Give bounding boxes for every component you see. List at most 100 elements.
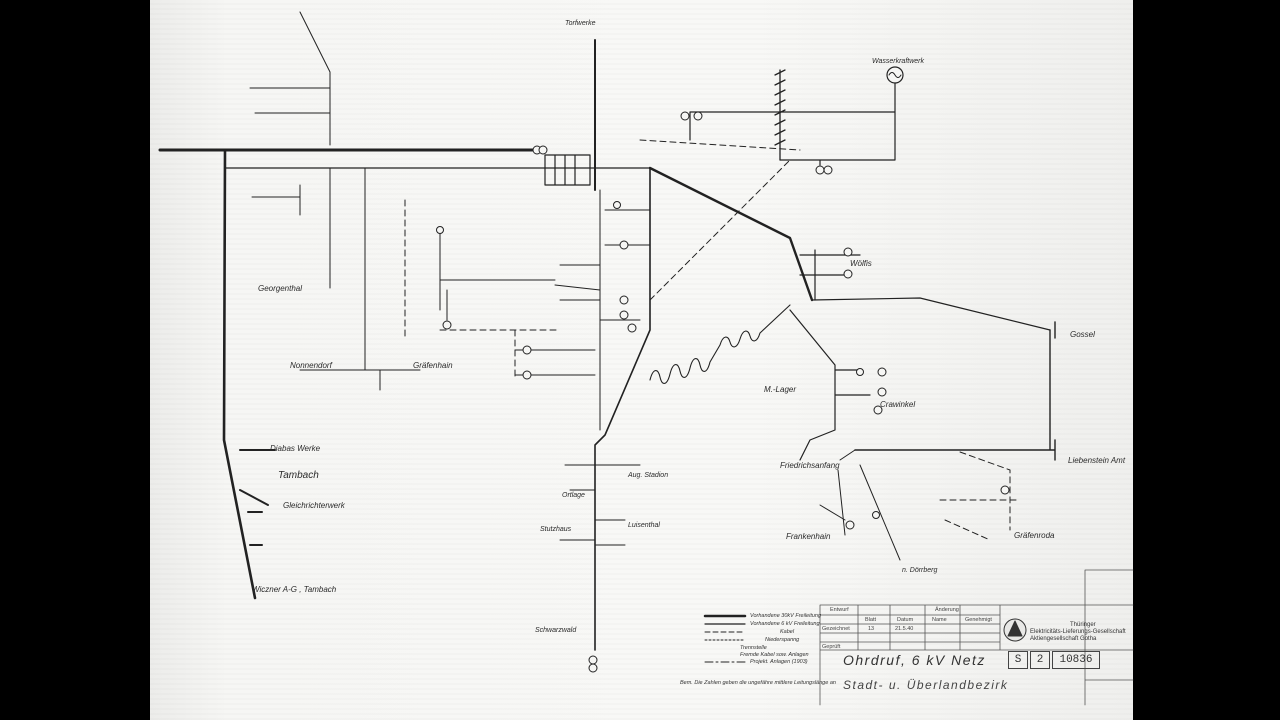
transformer-2b [693, 111, 703, 121]
line-cable-wavy [649, 304, 791, 384]
label-luisenthal: Luisenthal [628, 522, 660, 529]
tb-datum: Datum [897, 617, 914, 623]
company-logo-mark [1007, 620, 1023, 637]
drawing-number-series: 2 [1030, 651, 1050, 669]
label-m-lager: M.-Lager [764, 385, 797, 394]
title-block-grid [819, 569, 1134, 706]
transformer-12 [588, 655, 598, 665]
transformer-7 [873, 405, 883, 415]
dashed-line-2 [639, 139, 801, 151]
line-6kv-liebenstein [854, 321, 1056, 461]
line-6kv-spine [594, 167, 651, 651]
transformer-12b [588, 663, 598, 673]
title-block-border [819, 604, 1134, 706]
dashed-line-4 [939, 451, 1021, 541]
transformers [436, 111, 1010, 673]
transformer-11 [442, 320, 452, 330]
label-diabas-werke: Diabas Werke [270, 444, 321, 453]
legend-samples [703, 614, 747, 663]
substation-grid [544, 154, 591, 186]
transformer-15 [872, 511, 880, 519]
label-wiczner: Wiczner A-G , Tambach [252, 585, 337, 594]
label-frankenhain: Frankenhain [786, 532, 831, 541]
label-stutzhaus: Stutzhaus [540, 526, 572, 533]
label-tambach: Tambach [278, 470, 319, 481]
line-6kv-crawinkel [789, 309, 871, 461]
label-gossel: Gossel [1070, 330, 1095, 339]
tb-gezeichnet-blatt: 13 [868, 626, 875, 632]
line-tambach-branch [239, 449, 276, 546]
line-6kv-south [559, 464, 641, 546]
label-wasserkraftwerk: Wasserkraftwerk [872, 58, 924, 65]
line-6kv-graefenhain [299, 167, 421, 391]
transformer-3 [815, 165, 825, 175]
legend-fremde: Fremde Kabel sow. Anlagen [740, 652, 809, 658]
transformer-10 [619, 240, 629, 250]
corner-box [1084, 569, 1134, 706]
label-georgenthal: Georgenthal [258, 284, 303, 293]
legend-kabel: Kabel [780, 629, 795, 635]
company-line-1: Thüringer [1070, 622, 1096, 628]
label-torfwerke: Torfwerke [565, 20, 596, 27]
tb-gezeichnet: Gezeichnet [822, 626, 850, 632]
transformer-13 [845, 520, 855, 530]
label-graefenhain: Gräfenhain [413, 361, 453, 370]
line-6kv-gossel [811, 297, 1051, 331]
label-ortlage: Ortlage [562, 492, 585, 499]
transformer-10b [619, 295, 629, 305]
drawing-subtitle: Stadt- u. Überlandbezirk [843, 678, 1009, 692]
transformer-14 [1000, 485, 1010, 495]
generator-wave [888, 72, 902, 78]
transformer-16 [436, 226, 444, 234]
label-gleichrichterwerk: Gleichrichterwerk [283, 501, 345, 510]
legend-trennstelle: Trennstelle [740, 645, 767, 651]
label-liebenstein: Liebenstein Amt [1068, 456, 1126, 465]
transformer-9 [619, 310, 629, 320]
drawing-number: 10836 [1052, 651, 1100, 669]
transformer-1b [538, 145, 548, 155]
transformer-6 [856, 368, 864, 376]
tb-name: Name [932, 617, 947, 623]
transformer-9b [627, 323, 637, 333]
label-woelfis: Wölfis [850, 259, 872, 268]
tb-entwurf: Entwurf [830, 607, 849, 613]
line-30kv-woelfis [648, 166, 814, 302]
transformer-5 [877, 367, 887, 377]
line-6kv-rauh [514, 299, 641, 376]
drawing-title: Ohrdruf, 6 kV Netz [843, 652, 986, 668]
transformer-8b [522, 370, 532, 380]
line-6kv-upper [689, 74, 896, 166]
label-friedrichsanfang: Friedrichsanfang [780, 461, 840, 470]
label-schwarzwald: Schwarzwald [535, 627, 577, 634]
label-aug-stadion: Aug. Stadion [628, 472, 669, 479]
dashed-line-3 [439, 329, 561, 381]
tb-geprueft: Geprüft [822, 644, 841, 650]
line-6kv-frankenhain [819, 449, 901, 561]
transformer-4b [843, 269, 853, 279]
tb-gezeichnet-datum: 21.5.40 [895, 626, 914, 632]
note-text: Bem. Die Zahlen geben die ungefähre mitt… [680, 680, 836, 686]
label-doerrberg: n. Dörrberg [902, 567, 938, 574]
tb-genehmigt: Genehmigt [965, 617, 992, 623]
label-graefenroda: Gräfenroda [1014, 531, 1055, 540]
tb-blatt: Blatt [865, 617, 877, 623]
paper-sheet [150, 0, 1133, 720]
dashed-line-1 [649, 159, 791, 301]
line-6kv-hatched [774, 69, 786, 161]
company-line-3: Aktiengesellschaft Gotha [1030, 636, 1097, 642]
line-6kv-center [554, 189, 651, 431]
line-6kv-georgenthal [251, 167, 331, 289]
line-6kv-lindenau [439, 229, 556, 321]
legend-30kv: Vorhandene 30kV Freileitung [750, 613, 822, 619]
transformer-8 [522, 345, 532, 355]
label-nonnendorf: Nonnendorf [290, 361, 332, 370]
transformer-2 [680, 111, 690, 121]
legend-niederspannung: Niederspanng [765, 637, 800, 643]
legend-6kv: Vorhandene 6 kV Freileitung [750, 621, 820, 627]
tb-aenderung: Änderung [935, 607, 959, 613]
legend-projekt: Projekt. Anlagen (1903) [750, 659, 808, 665]
dashed-lines [404, 139, 1021, 541]
transformer-5b [877, 387, 887, 397]
drawing-number-prefix: S [1008, 651, 1028, 669]
